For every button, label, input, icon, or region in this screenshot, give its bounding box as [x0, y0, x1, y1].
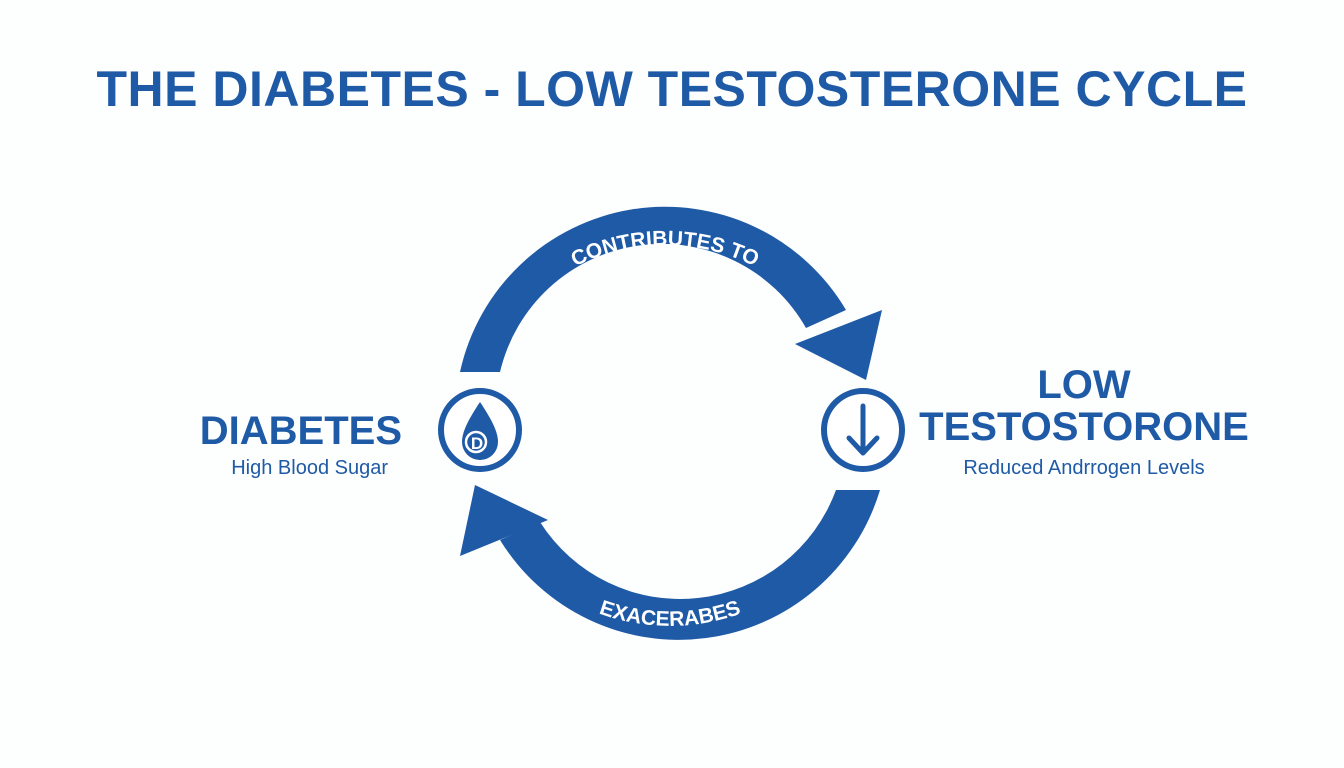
exacerbates-arrow: EXACERABES — [460, 485, 880, 640]
blood-drop-icon: D — [438, 388, 522, 472]
top-arc-band — [460, 206, 846, 372]
bottom-arc-band — [500, 490, 880, 640]
diabetes-title: DIABETES — [199, 409, 402, 453]
down-arrow-icon — [821, 388, 905, 472]
contributes-arrow: CONTRIBUTES TO — [460, 206, 882, 380]
low-testosterone-title-line2: TESTOSTORONE — [919, 405, 1249, 449]
low-testosterone-title: LOW TESTOSTORONE — [910, 364, 1258, 448]
bottom-arrowhead — [460, 485, 548, 556]
diabetes-subtitle: High Blood Sugar — [231, 457, 388, 479]
top-arrowhead — [795, 310, 882, 380]
low-testosterone-subtitle: Reduced Andrrogen Levels — [963, 457, 1205, 479]
low-testosterone-title-line1: LOW — [1037, 363, 1131, 407]
page-title: THE DIABETES - LOW TESTOSTERONE CYCLE — [96, 61, 1248, 117]
blood-drop-letter: D — [471, 434, 483, 453]
